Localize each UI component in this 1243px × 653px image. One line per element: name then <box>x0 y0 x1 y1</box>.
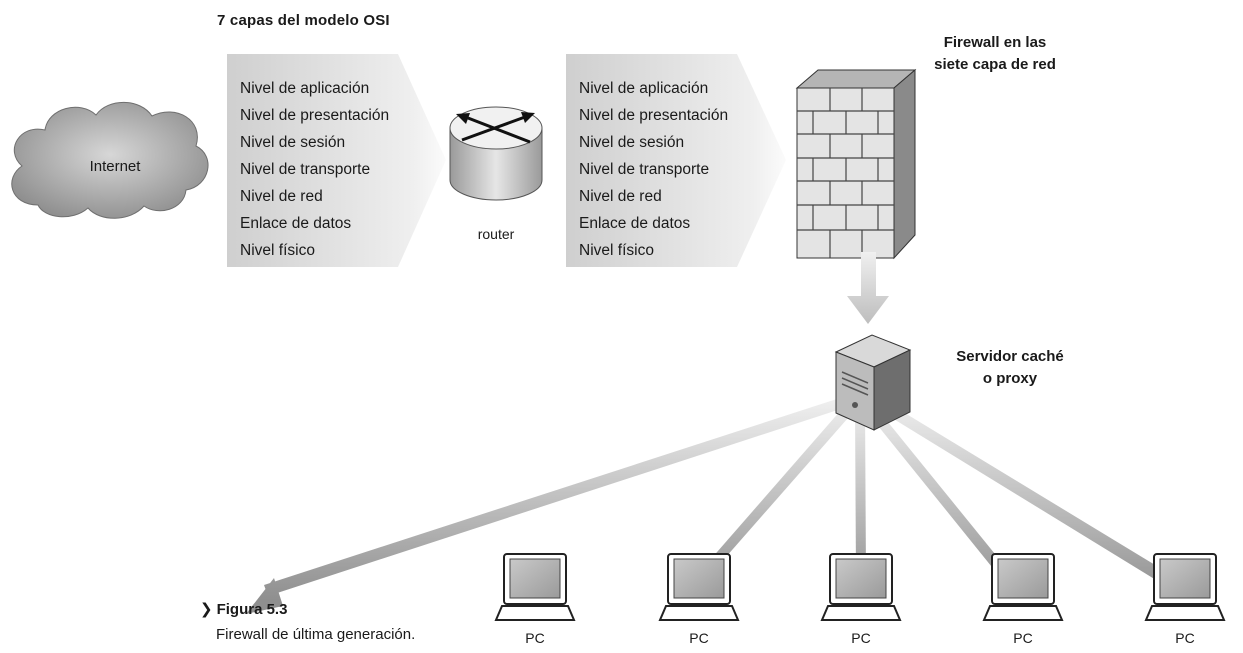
osi-layer: Nivel de aplicación <box>579 80 709 97</box>
laptop-icon <box>494 553 576 621</box>
server-icon <box>834 334 912 431</box>
osi-layer: Enlace de datos <box>579 215 691 232</box>
pc-label: PC <box>1175 630 1195 646</box>
osi-layer: Nivel de sesión <box>579 134 685 151</box>
firewall-icon <box>795 68 917 260</box>
osi-layer: Nivel de red <box>579 188 662 205</box>
proxy-label: Servidor caché o proxy <box>956 348 1064 387</box>
diagram-heading: 7 capas del modelo OSI <box>217 12 390 29</box>
osi-layer: Nivel físico <box>240 242 315 259</box>
router-label: router <box>477 226 515 242</box>
osi-layer: Nivel físico <box>579 242 654 259</box>
firewall-to-proxy-arrow <box>847 252 889 324</box>
osi-layer: Nivel de transporte <box>240 161 371 178</box>
osi-layers-right: Nivel de aplicación Nivel de presentació… <box>579 75 728 264</box>
laptop-icon <box>982 553 1064 621</box>
pc-label: PC <box>851 630 871 646</box>
laptop-icon <box>494 553 1226 621</box>
osi-layer: Nivel de presentación <box>240 107 390 124</box>
figure-number: ❯Figura 5.3 <box>200 601 288 618</box>
pc-label: PC <box>689 630 709 646</box>
osi-layer: Nivel de aplicación <box>240 80 370 97</box>
firewall-label: Firewall en las siete capa de red <box>934 34 1056 73</box>
osi-layer: Nivel de transporte <box>579 161 710 178</box>
laptop-icon <box>820 553 902 621</box>
osi-layer: Nivel de presentación <box>579 107 729 124</box>
chevron-right-icon: ❯ <box>200 601 213 618</box>
osi-block-left <box>227 54 446 267</box>
osi-layers-left: Nivel de aplicación Nivel de presentació… <box>240 75 389 264</box>
internet-label: Internet <box>89 158 141 175</box>
laptop-icon <box>1144 553 1226 621</box>
osi-block-right <box>566 54 786 267</box>
osi-layer: Enlace de datos <box>240 215 352 232</box>
router-icon <box>449 106 543 201</box>
osi-layer: Nivel de sesión <box>240 134 346 151</box>
osi-layer: Nivel de red <box>240 188 323 205</box>
figure-caption: Firewall de última generación. <box>216 626 416 643</box>
laptop-icon <box>658 553 740 621</box>
pc-label: PC <box>525 630 545 646</box>
pc-label: PC <box>1013 630 1033 646</box>
cloud-icon <box>11 101 209 219</box>
